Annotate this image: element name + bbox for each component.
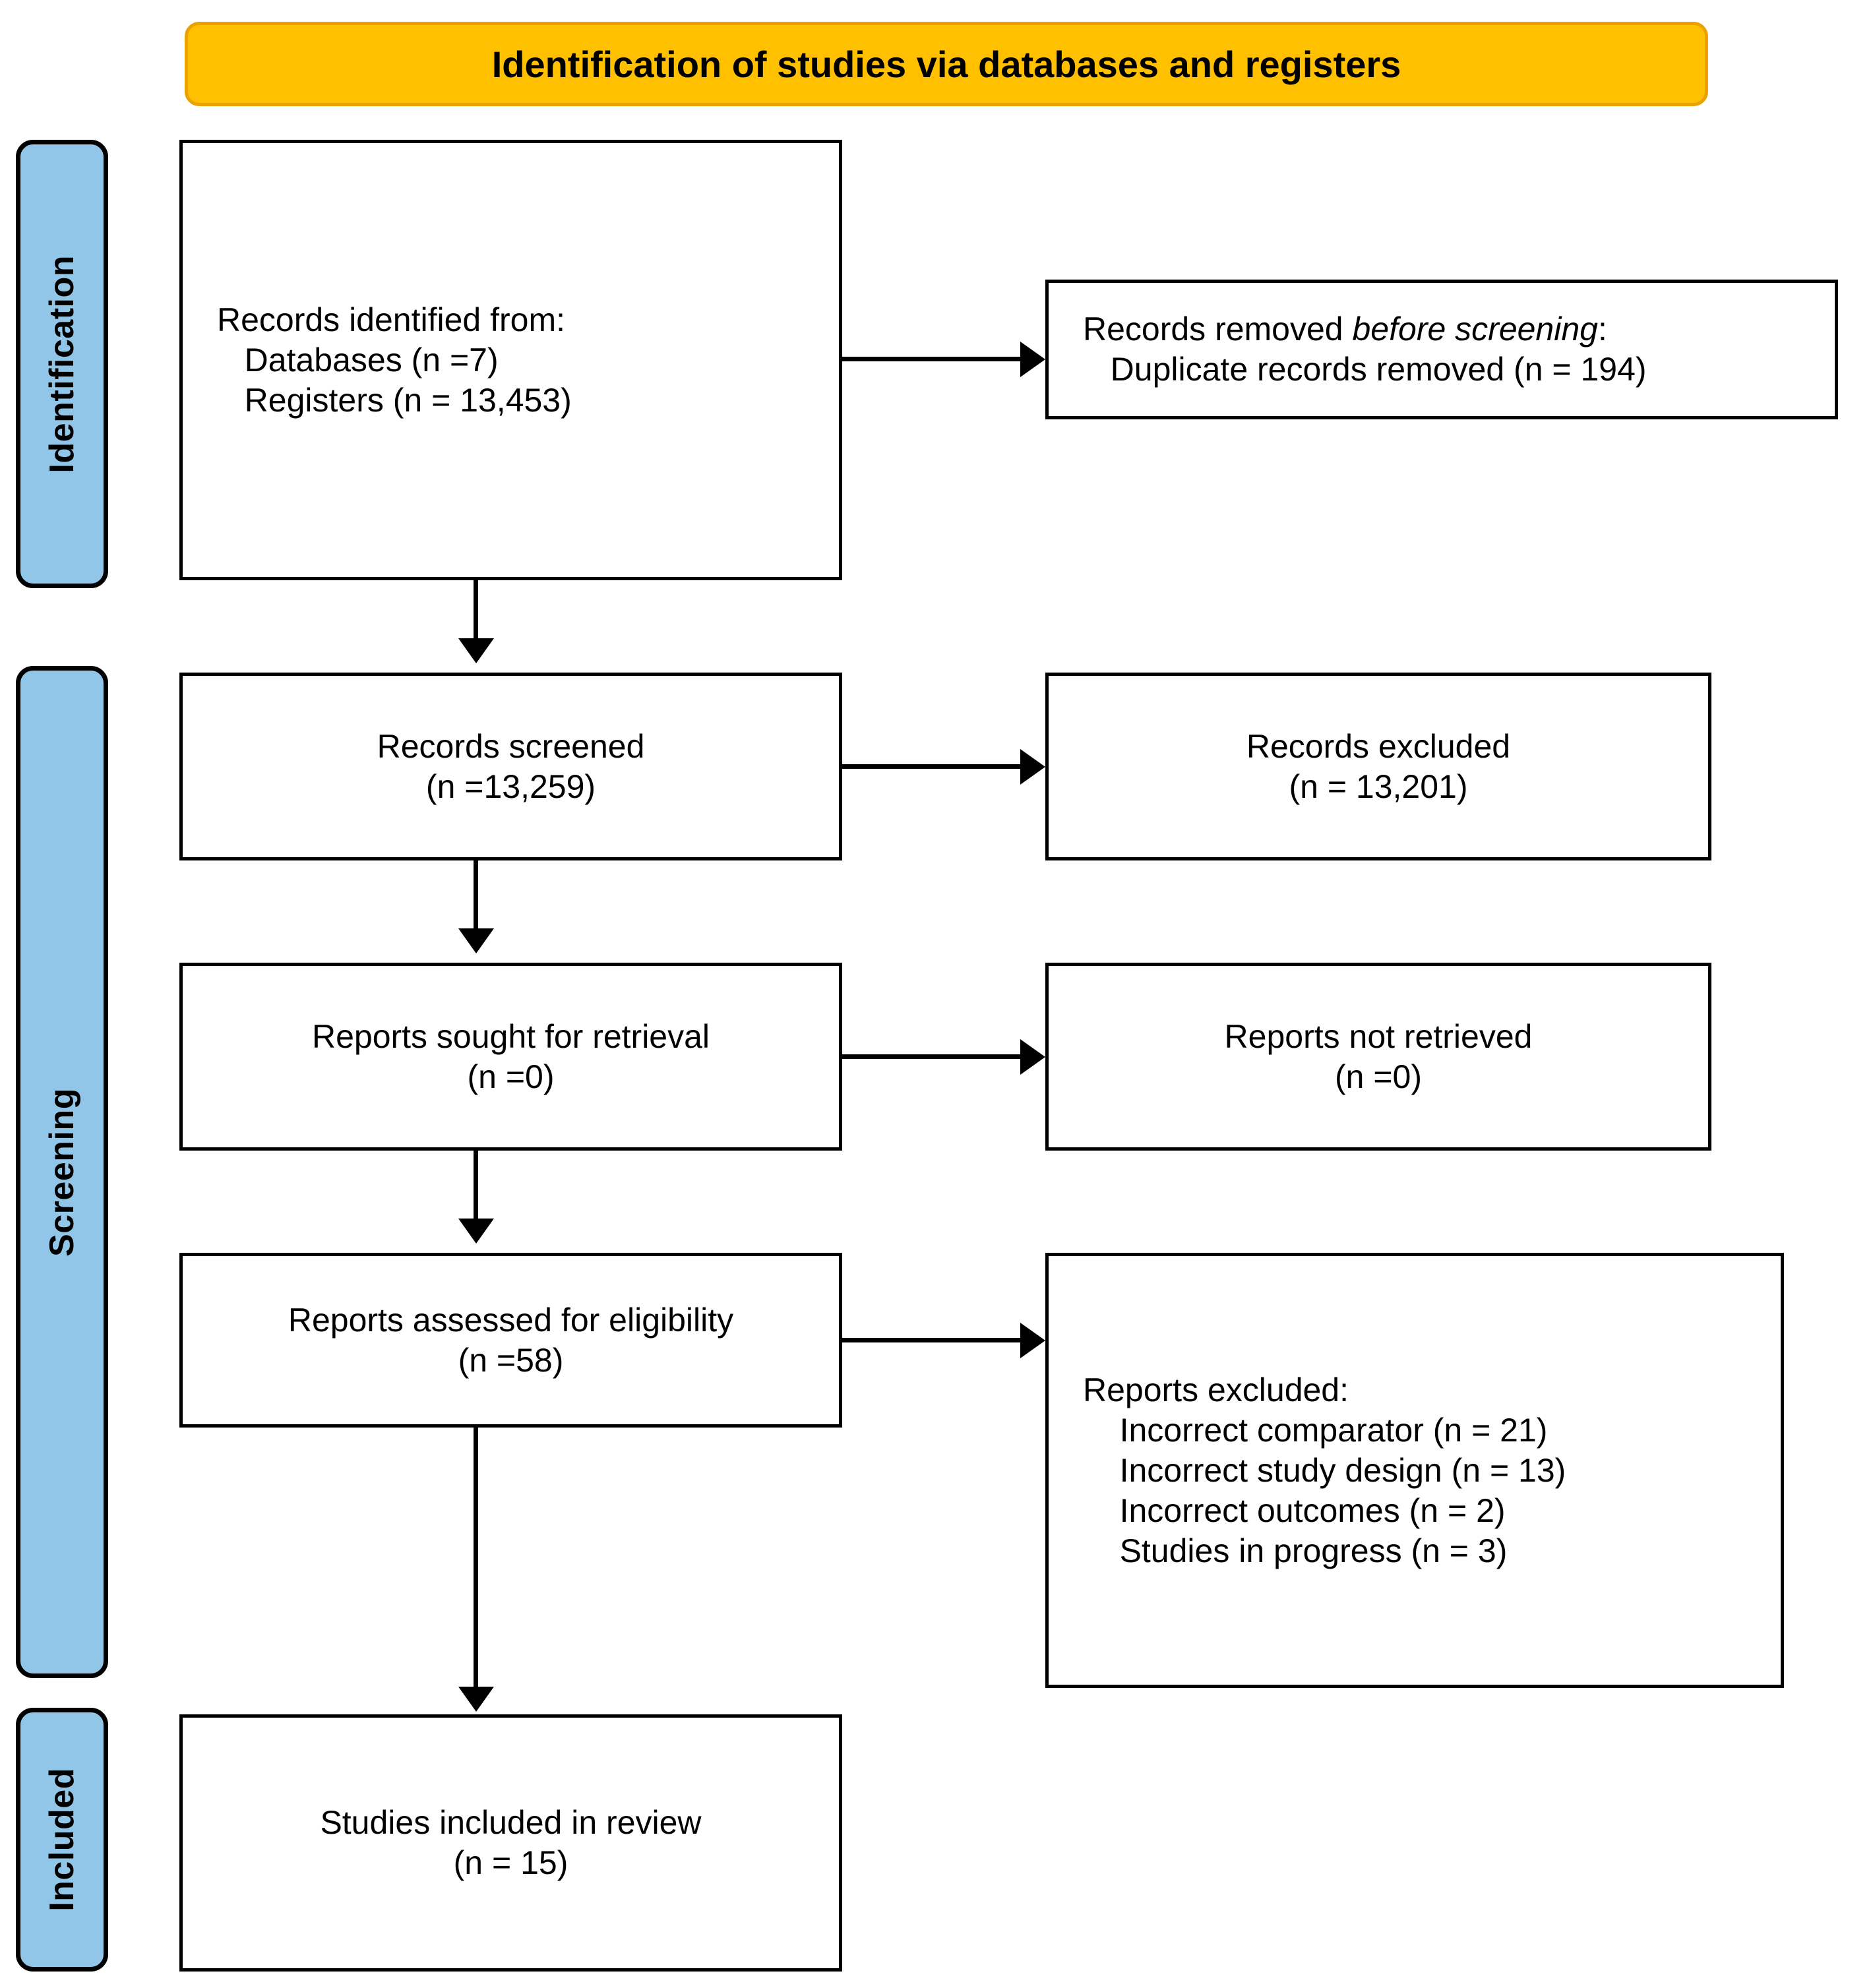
box-reports-assessed: Reports assessed for eligibility (n =58)	[179, 1253, 842, 1428]
reports-excluded-line-3: Incorrect study design (n = 13)	[1083, 1451, 1566, 1489]
connector-sought-to-assessed	[474, 1151, 478, 1223]
records-removed-line-1: Records removed before screening:	[1049, 309, 1607, 349]
reports-not-retrieved-line-2: (n =0)	[1334, 1058, 1422, 1095]
box-reports-sought: Reports sought for retrieval (n =0)	[179, 963, 842, 1151]
records-removed-colon: :	[1597, 311, 1607, 347]
reports-excluded-line-1: Reports excluded:	[1083, 1371, 1349, 1408]
diagram-header-banner: Identification of studies via databases …	[185, 22, 1708, 106]
records-screened-line-2: (n =13,259)	[425, 768, 596, 805]
box-reports-excluded: Reports excluded: Incorrect comparator (…	[1045, 1253, 1784, 1688]
arrowhead-identified-to-removed	[1020, 342, 1045, 377]
reports-not-retrieved-line-1: Reports not retrieved	[1224, 1017, 1533, 1055]
box-studies-included: Studies included in review (n = 15)	[179, 1714, 842, 1972]
stage-label-screening: Screening	[43, 1087, 81, 1257]
connector-sought-to-not-retrieved	[842, 1054, 1022, 1059]
box-records-removed: Records removed before screening: Duplic…	[1045, 280, 1838, 419]
box-records-screened: Records screened (n =13,259)	[179, 673, 842, 860]
studies-included-line-1: Studies included in review	[320, 1804, 702, 1841]
box-reports-not-retrieved: Reports not retrieved (n =0)	[1045, 963, 1711, 1151]
stage-bar-screening: Screening	[16, 666, 108, 1678]
connector-screened-to-excluded	[842, 764, 1022, 769]
records-removed-prefix: Records removed	[1083, 311, 1353, 347]
arrowhead-identified-to-screened	[458, 638, 494, 663]
records-excluded-line-1: Records excluded	[1246, 727, 1511, 765]
records-removed-line-2: Duplicate records removed (n = 194)	[1083, 351, 1647, 388]
stage-bar-identification: Identification	[16, 140, 108, 588]
records-identified-line-1: Records identified from:	[217, 301, 566, 338]
records-identified-line-2: Databases (n =7)	[217, 341, 499, 378]
arrowhead-sought-to-assessed	[458, 1219, 494, 1244]
connector-assessed-to-included	[474, 1428, 478, 1691]
connector-assessed-to-reports-excluded	[842, 1338, 1022, 1342]
records-screened-line-1: Records screened	[377, 727, 645, 765]
diagram-title: Identification of studies via databases …	[491, 43, 1401, 85]
reports-assessed-line-2: (n =58)	[458, 1341, 564, 1379]
connector-screened-to-sought	[474, 860, 478, 933]
connector-identified-to-removed	[842, 357, 1022, 361]
arrowhead-assessed-to-included	[458, 1687, 494, 1712]
stage-bar-included: Included	[16, 1708, 108, 1972]
arrowhead-assessed-to-reports-excluded	[1020, 1323, 1045, 1358]
arrowhead-screened-to-sought	[458, 928, 494, 953]
stage-label-identification: Identification	[43, 255, 81, 473]
connector-identified-to-screened	[474, 580, 478, 643]
studies-included-line-2: (n = 15)	[453, 1844, 568, 1881]
records-removed-emphasis: before screening	[1352, 311, 1598, 347]
records-identified-line-3: Registers (n = 13,453)	[217, 381, 572, 419]
reports-excluded-line-4: Incorrect outcomes (n = 2)	[1083, 1491, 1506, 1529]
arrowhead-sought-to-not-retrieved	[1020, 1039, 1045, 1075]
stage-label-included: Included	[43, 1768, 81, 1912]
reports-sought-line-2: (n =0)	[467, 1058, 555, 1095]
reports-excluded-line-2: Incorrect comparator (n = 21)	[1083, 1411, 1548, 1449]
box-records-identified: Records identified from: Databases (n =7…	[179, 140, 842, 580]
reports-assessed-line-1: Reports assessed for eligibility	[288, 1301, 734, 1339]
records-excluded-line-2: (n = 13,201)	[1289, 768, 1468, 805]
arrowhead-screened-to-excluded	[1020, 749, 1045, 785]
reports-excluded-line-5: Studies in progress (n = 3)	[1083, 1532, 1508, 1569]
box-records-excluded: Records excluded (n = 13,201)	[1045, 673, 1711, 860]
reports-sought-line-1: Reports sought for retrieval	[311, 1017, 710, 1055]
